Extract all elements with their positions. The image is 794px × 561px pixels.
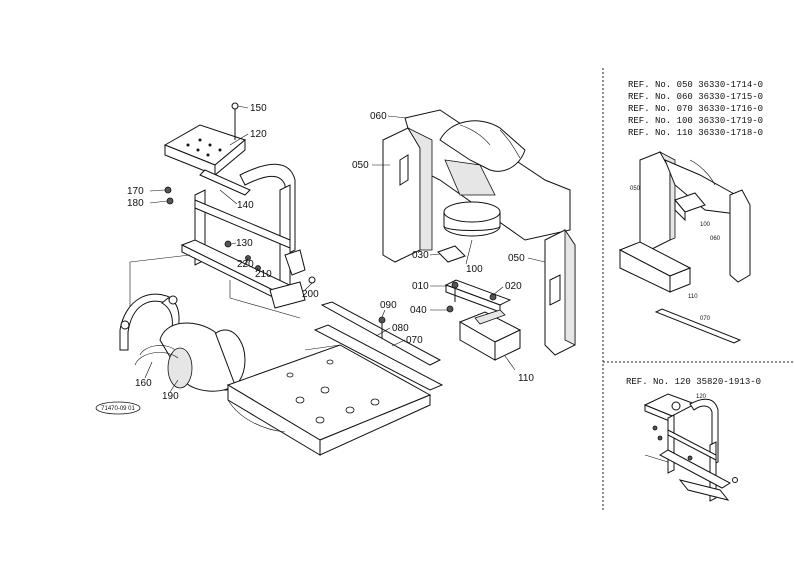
stamp-text: 71470-09 01 <box>101 406 135 412</box>
strap-and-duct <box>119 293 246 392</box>
main-labels: 150 120 140 170 180 130 220 210 200 160 … <box>127 103 534 402</box>
label-150: 150 <box>250 103 267 114</box>
label-090: 090 <box>380 300 397 311</box>
label-110: 110 <box>518 373 534 384</box>
panel-dividers <box>602 68 794 512</box>
center-leaders <box>144 105 546 393</box>
label-210: 210 <box>255 269 272 280</box>
label-060: 060 <box>370 111 387 122</box>
ref-bottom-label-120: 120 <box>696 394 707 400</box>
ref-top-label-050: 050 <box>630 186 641 192</box>
label-040: 040 <box>410 305 427 316</box>
ref-top-label-110: 110 <box>688 294 698 300</box>
label-080: 080 <box>392 323 409 334</box>
chassis-assembly <box>382 109 576 361</box>
label-030: 030 <box>412 250 429 261</box>
ref-line-050: REF. No. 050 36330-1714-0 <box>628 80 763 90</box>
ref-line-070: REF. No. 070 36330-1716-0 <box>628 104 763 114</box>
label-160: 160 <box>135 378 152 389</box>
label-050-left: 050 <box>352 160 369 171</box>
ref-top-label-100: 100 <box>700 222 711 228</box>
ref-line-120: REF. No. 120 35820-1913-0 <box>626 377 761 387</box>
ref-line-100: REF. No. 100 36330-1719-0 <box>628 116 763 126</box>
floor-plate <box>226 344 432 456</box>
ref-panel-bottom: REF. No. 120 35820-1913-0 120 <box>626 377 761 502</box>
label-010: 010 <box>412 281 429 292</box>
label-200: 200 <box>302 289 319 300</box>
ref-line-060: REF. No. 060 36330-1715-0 <box>628 92 763 102</box>
label-050-right: 050 <box>508 253 525 264</box>
ref-line-110: REF. No. 110 36330-1718-0 <box>628 128 763 138</box>
label-180: 180 <box>127 198 144 209</box>
ref-panel-top: REF. No. 050 36330-1714-0 REF. No. 060 3… <box>618 80 763 344</box>
ref-top-label-070: 070 <box>700 316 711 322</box>
ref-top-label-060: 060 <box>710 236 721 242</box>
drawing-stamp: 71470-09 01 <box>95 401 141 415</box>
strips-070-080 <box>313 301 444 391</box>
label-070: 070 <box>406 335 423 346</box>
label-130: 130 <box>236 238 253 249</box>
label-220: 220 <box>237 259 254 270</box>
label-140: 140 <box>237 200 254 211</box>
label-020: 020 <box>505 281 522 292</box>
label-100: 100 <box>466 264 483 275</box>
frame-bracket-120 <box>129 102 316 320</box>
label-170: 170 <box>127 186 144 197</box>
label-120: 120 <box>250 129 267 140</box>
label-190: 190 <box>162 391 179 402</box>
